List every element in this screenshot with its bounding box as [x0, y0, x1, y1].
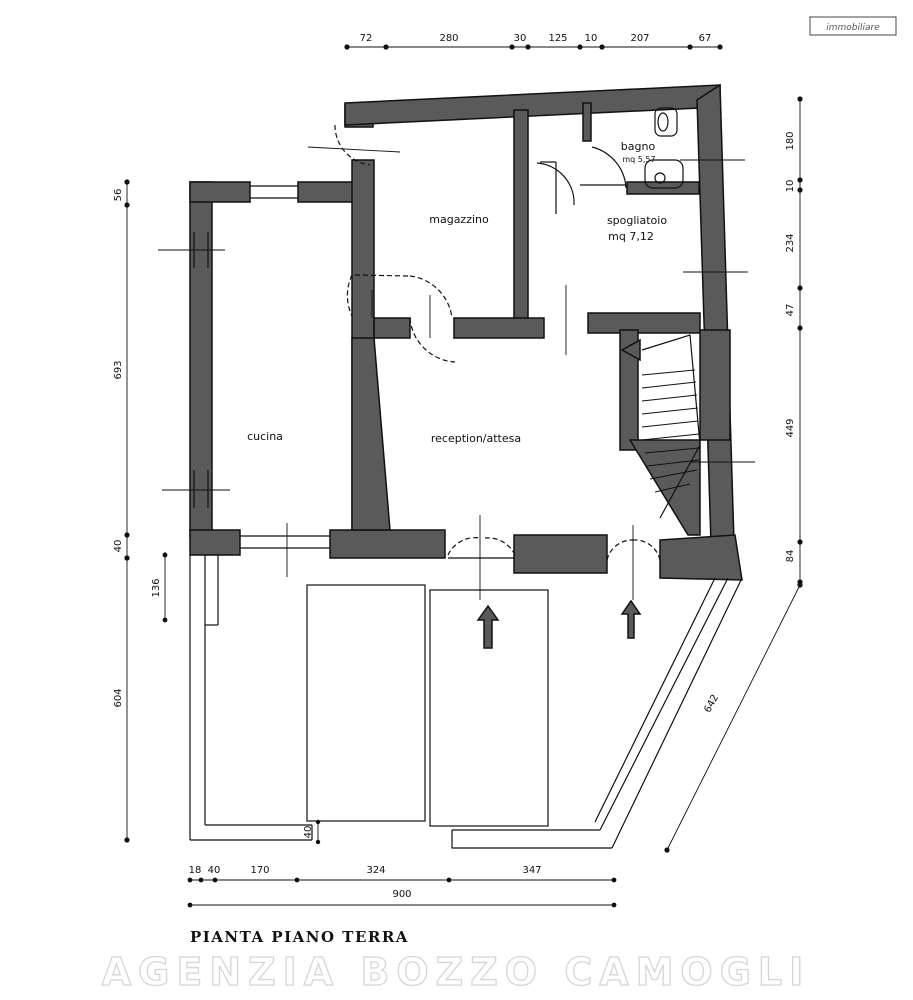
bottom-dimension-line: 18 40 170 324 347 900 40 — [187, 819, 617, 908]
dim-right-2: 10 — [785, 180, 796, 193]
label-cucina: cucina — [247, 430, 283, 443]
dim-right-5: 449 — [785, 418, 796, 437]
dim-bottom-3: 170 — [250, 865, 269, 876]
dim-bottom-2: 40 — [208, 865, 221, 876]
entrance-arrow-1 — [476, 604, 500, 649]
plan-title: Pianta Piano Terra — [190, 928, 409, 946]
dim-top-2: 280 — [439, 33, 458, 44]
dim-top-4: 125 — [548, 33, 567, 44]
dim-left-3: 40 — [113, 540, 124, 553]
dim-small: 40 — [303, 826, 314, 839]
label-reception: reception/attesa — [431, 432, 521, 445]
dim-bottom-1: 18 — [189, 865, 202, 876]
dim-top-5: 10 — [585, 33, 598, 44]
dim-right-4: 47 — [785, 304, 796, 317]
outdoor-area — [189, 555, 743, 849]
walls — [189, 83, 743, 581]
dim-left-4: 604 — [113, 688, 124, 707]
dim-top-6: 207 — [630, 33, 649, 44]
entrance-arrow-2 — [620, 599, 642, 639]
diagonal-dimension-line: 642 — [664, 582, 803, 853]
label-magazzino: magazzino — [429, 213, 489, 226]
dim-left-2: 693 — [113, 360, 124, 379]
dim-left-1: 56 — [113, 189, 124, 202]
dim-bottom-4: 324 — [366, 865, 385, 876]
right-dimension-line: 180 10 234 47 449 84 — [785, 96, 803, 585]
agency-logo: immobiliare — [809, 16, 897, 36]
label-spogliatoio-area: mq 7,12 — [608, 230, 654, 243]
dim-right-6: 84 — [785, 550, 796, 563]
logo-text: immobiliare — [826, 23, 880, 33]
watermark: AGENZIA BOZZO CAMOGLI — [102, 950, 811, 994]
staircase — [620, 334, 701, 519]
interior-lines — [158, 107, 755, 649]
label-bagno-area: mq 5,57 — [622, 155, 655, 164]
label-spogliatoio: spogliatoio — [607, 214, 667, 227]
room-labels: magazzino bagno mq 5,57 spogliatoio mq 7… — [247, 140, 667, 445]
dim-right-1: 180 — [785, 131, 796, 150]
top-dimension-line: 72 280 30 125 10 207 67 — [344, 33, 723, 50]
dim-right-3: 234 — [785, 233, 796, 252]
dim-top-3: 30 — [514, 33, 527, 44]
dim-bottom-total: 900 — [392, 889, 411, 900]
label-bagno: bagno — [621, 140, 656, 153]
dim-top-1: 72 — [360, 33, 373, 44]
dim-bottom-5: 347 — [522, 865, 541, 876]
dim-left-inner: 136 — [151, 578, 162, 597]
dim-top-7: 67 — [699, 33, 712, 44]
dim-diagonal: 642 — [702, 693, 721, 715]
left-dimension-line: 56 693 40 604 136 — [113, 179, 168, 843]
